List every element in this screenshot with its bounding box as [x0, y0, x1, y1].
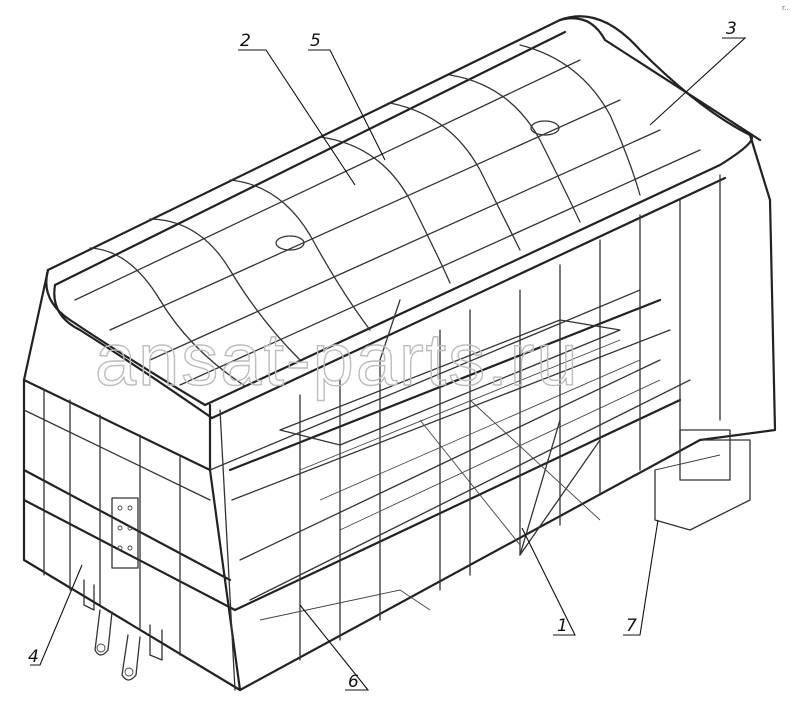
side-wall-frame	[228, 133, 777, 692]
callout-5: 5	[310, 31, 321, 51]
callout-3: 3	[726, 19, 737, 39]
roof-frame	[45, 15, 762, 420]
callout-4: 4	[28, 647, 39, 667]
floor-frame	[209, 289, 751, 621]
callout-6: 6	[348, 672, 359, 692]
watermark: ansat-parts.ru	[95, 318, 580, 401]
front-wall-frame	[22, 268, 242, 692]
callout-leaders	[30, 37, 747, 691]
corner-mark: r..	[782, 4, 789, 12]
callouts: 2 5 3 4 6 1 7	[28, 19, 737, 692]
callout-2: 2	[240, 31, 251, 51]
callout-7: 7	[626, 616, 637, 636]
callout-1: 1	[557, 616, 568, 636]
